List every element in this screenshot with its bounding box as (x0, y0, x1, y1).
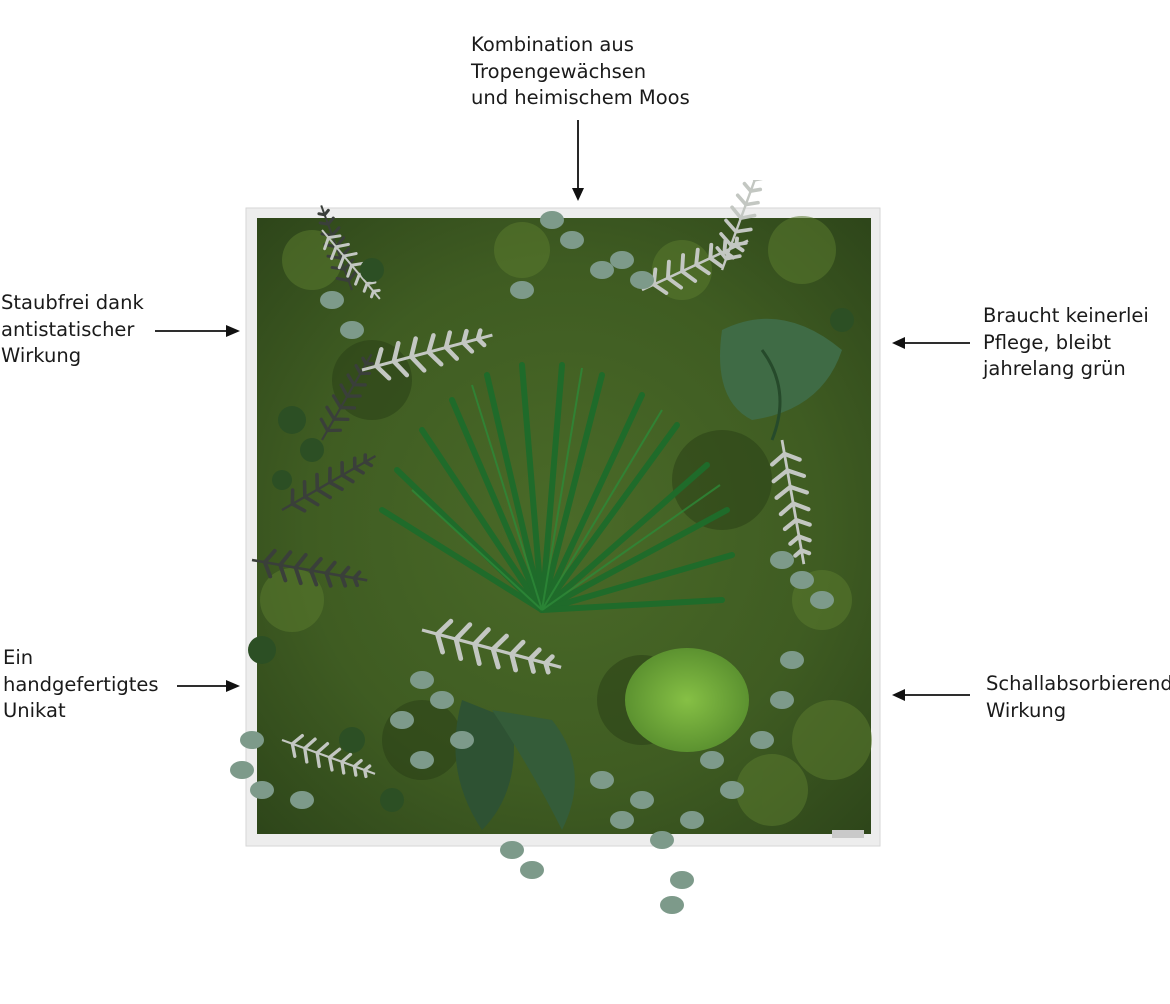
annotation-left-upper-line-3: Wirkung (1, 344, 82, 367)
green-foliage (248, 258, 854, 812)
plant-wall-picture (222, 162, 902, 925)
moss-ball (625, 648, 749, 752)
annotation-left-upper: Staubfrei dank antistatischer Wirkung (1, 290, 144, 370)
plant-wall-illustration (230, 162, 881, 914)
annotation-left-lower-line-2: handgefertigtes (3, 672, 159, 696)
annotation-left-upper-line-1: Staubfrei dank (1, 291, 144, 314)
annotation-top: Kombination aus Tropengewächsen und heim… (471, 32, 690, 112)
annotation-top-line-3: und heimischem Moos (471, 86, 690, 109)
arrow-right-icon (177, 680, 240, 692)
annotation-top-line-1: Kombination aus (471, 33, 634, 56)
annotation-right-lower-line-2: Wirkung (986, 698, 1067, 722)
annotation-right-upper-line-1: Braucht keinerlei (983, 304, 1149, 327)
annotation-top-line-2: Tropengewächsen (471, 59, 647, 83)
tropical-leaf (455, 318, 842, 830)
maker-tag (832, 830, 864, 838)
annotation-right-lower-line-1: Schallabsorbierend (986, 672, 1170, 695)
annotation-right-upper-line-2: Pflege, bleibt (983, 330, 1112, 354)
annotation-right-lower: Schallabsorbierend Wirkung (986, 671, 1170, 724)
palm-leaf (379, 362, 735, 613)
arrow-left-icon (892, 337, 970, 349)
annotation-right-upper-line-3: jahrelang grün (983, 357, 1126, 380)
annotation-left-lower: Ein handgefertigtes Unikat (3, 645, 159, 725)
arrow-right-icon (155, 325, 240, 337)
annotation-right-upper: Braucht keinerlei Pflege, bleibt jahrela… (983, 303, 1149, 383)
arrow-left-icon (892, 689, 970, 701)
arrow-down-icon (572, 120, 584, 201)
annotation-left-lower-line-3: Unikat (3, 699, 66, 722)
annotation-left-lower-line-1: Ein (3, 646, 34, 669)
annotation-left-upper-line-2: antistatischer (1, 317, 135, 341)
